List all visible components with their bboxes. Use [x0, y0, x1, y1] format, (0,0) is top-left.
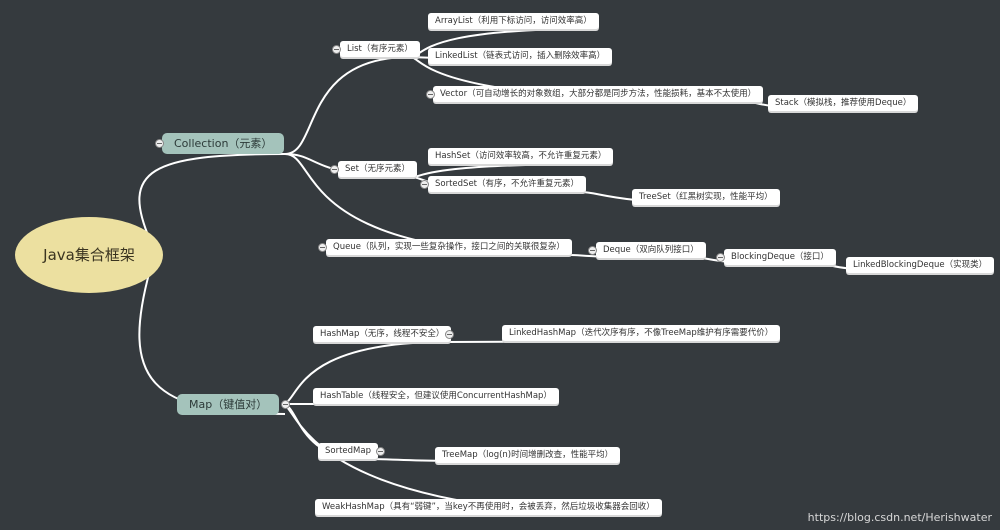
- sortedmap-node[interactable]: SortedMap: [318, 443, 378, 459]
- treemap-node[interactable]: TreeMap（log(n)时间增删改查，性能平均）: [435, 447, 621, 463]
- map-node[interactable]: Map（键值对）: [177, 394, 280, 415]
- linkedhashmap-node[interactable]: LinkedHashMap（迭代次序有序，不像TreeMap维护有序需要代价）: [502, 325, 781, 341]
- collection-node[interactable]: Collection（元素）: [162, 133, 285, 154]
- blockingdeque-node[interactable]: BlockingDeque（接口）: [724, 249, 836, 265]
- collapse-icon[interactable]: [332, 45, 341, 54]
- collapse-icon[interactable]: [716, 253, 725, 262]
- hashtable-node[interactable]: HashTable（线程安全，但建议使用ConcurrentHashMap）: [313, 388, 559, 404]
- stack-node[interactable]: Stack（模拟栈，推荐使用Deque）: [768, 95, 919, 111]
- collapse-icon[interactable]: [445, 330, 454, 339]
- collapse-icon[interactable]: [318, 243, 327, 252]
- hashset-node[interactable]: HashSet（访问效率较高，不允许重复元素）: [428, 148, 614, 164]
- queue-node[interactable]: Queue（队列，实现一些复杂操作，接口之间的关联很复杂）: [326, 239, 572, 255]
- collapse-icon[interactable]: [330, 165, 339, 174]
- root-node[interactable]: Java集合框架: [15, 217, 163, 293]
- linkedblockingdeque-node[interactable]: LinkedBlockingDeque（实现类）: [846, 257, 995, 273]
- hashmap-node[interactable]: HashMap（无序，线程不安全）: [313, 326, 452, 342]
- collapse-icon[interactable]: [155, 139, 164, 148]
- set-node[interactable]: Set（无序元素）: [338, 161, 417, 177]
- vector-node[interactable]: Vector（可自动增长的对象数组，大部分都是同步方法，性能损耗，基本不太使用）: [433, 86, 764, 102]
- deque-node[interactable]: Deque（双向队列接口）: [596, 242, 706, 258]
- weakhashmap-node[interactable]: WeakHashMap（具有“弱键”，当key不再使用时，会被丢弃，然后垃圾收集…: [315, 499, 662, 515]
- collapse-icon[interactable]: [420, 180, 429, 189]
- collapse-icon[interactable]: [426, 90, 435, 99]
- arraylist-node[interactable]: ArrayList（利用下标访问，访问效率高）: [428, 13, 599, 29]
- sortedset-node[interactable]: SortedSet（有序，不允许重复元素）: [428, 176, 587, 192]
- treeset-node[interactable]: TreeSet（红黑树实现，性能平均）: [632, 189, 780, 205]
- list-node[interactable]: List（有序元素）: [340, 41, 420, 57]
- collapse-icon[interactable]: [281, 400, 290, 409]
- watermark: https://blog.csdn.net/Herishwater: [807, 511, 992, 524]
- collapse-icon[interactable]: [376, 447, 385, 456]
- linkedlist-node[interactable]: LinkedList（链表式访问，插入删除效率高）: [428, 48, 613, 64]
- collapse-icon[interactable]: [588, 246, 597, 255]
